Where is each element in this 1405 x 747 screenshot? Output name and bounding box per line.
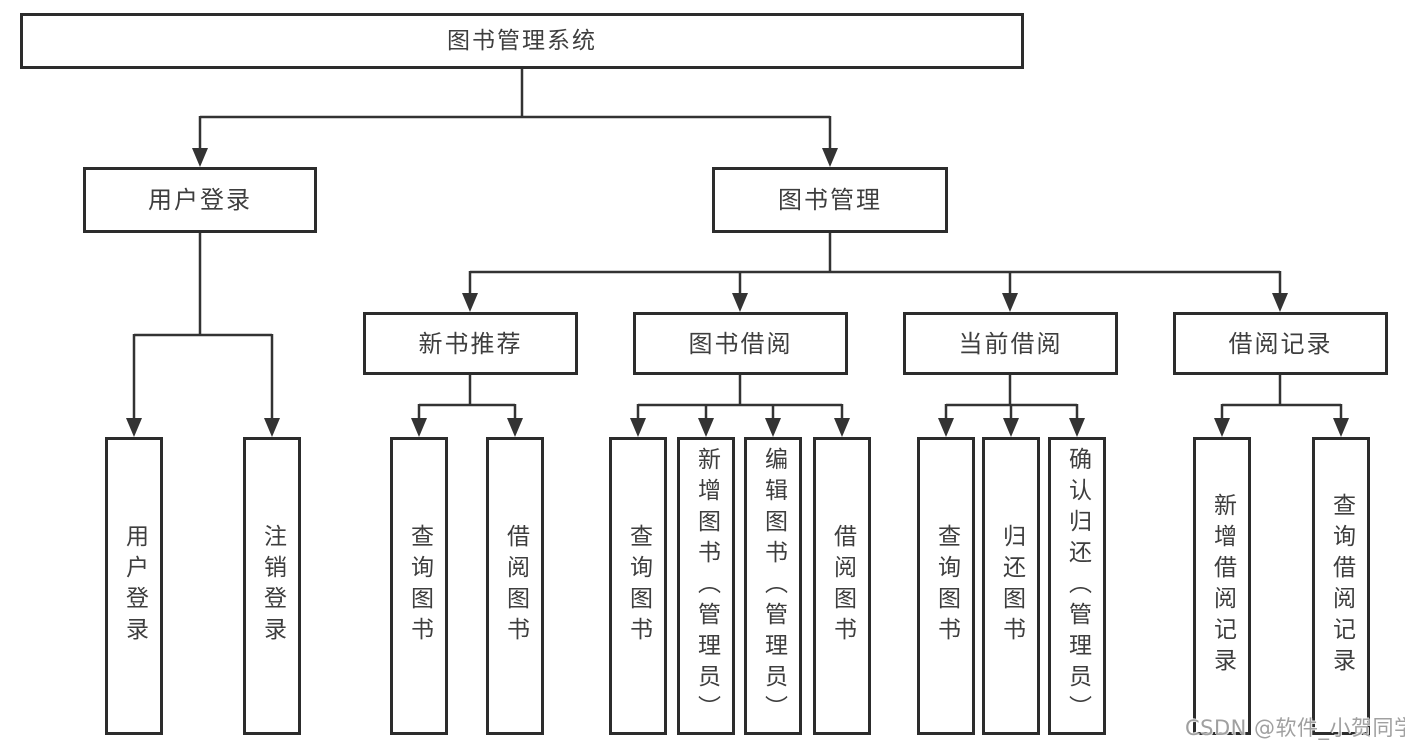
leaf-add-books-admin: 新增图书（管理员） (677, 437, 735, 735)
arrow-head-icon (1214, 418, 1230, 437)
node-label: 查询图书 (406, 524, 433, 648)
node-label: 借阅图书 (829, 524, 856, 648)
node-label: 注销登录 (259, 524, 286, 648)
connector-borrowing-records-to-leaves (1214, 375, 1349, 437)
node-label: 用户登录 (148, 186, 252, 214)
leaf-query-books-recommend: 查询图书 (390, 437, 448, 735)
arrow-head-icon (507, 418, 523, 437)
node-library-management-system: 图书管理系统 (20, 13, 1024, 69)
node-label: 用户登录 (121, 524, 148, 648)
node-label: 图书管理 (778, 186, 882, 214)
leaf-add-borrow-record: 新增借阅记录 (1193, 437, 1251, 735)
node-label: 借阅图书 (502, 524, 529, 648)
arrow-head-icon (1272, 293, 1288, 312)
arrow-head-icon (834, 418, 850, 437)
leaf-query-borrow-record: 查询借阅记录 (1312, 437, 1370, 735)
node-label: 归还图书 (998, 524, 1025, 648)
arrow-head-icon (1069, 418, 1085, 437)
node-label: 图书管理系统 (447, 27, 597, 54)
node-label: 借阅记录 (1228, 329, 1333, 358)
node-new-book-recommendation: 新书推荐 (363, 312, 578, 375)
leaf-edit-books-admin: 编辑图书（管理员） (744, 437, 802, 735)
arrow-head-icon (264, 418, 280, 437)
arrow-head-icon (411, 418, 427, 437)
leaf-logout: 注销登录 (243, 437, 301, 735)
node-label: 查询图书 (625, 524, 652, 648)
leaf-user-login: 用户登录 (105, 437, 163, 735)
node-label: 查询借阅记录 (1328, 493, 1355, 679)
node-label: 新增借阅记录 (1209, 493, 1236, 679)
node-label: 查询图书 (933, 524, 960, 648)
csdn-watermark: CSDN @软件_小贺同学 (1185, 716, 1405, 740)
node-label: 当前借阅 (958, 329, 1063, 358)
node-user-login: 用户登录 (83, 167, 317, 233)
leaf-borrow-books-recommend: 借阅图书 (486, 437, 544, 735)
node-borrowing-records: 借阅记录 (1173, 312, 1388, 375)
node-current-borrowing: 当前借阅 (903, 312, 1118, 375)
leaf-borrow-books: 借阅图书 (813, 437, 871, 735)
leaf-query-books-current: 查询图书 (917, 437, 975, 735)
arrow-head-icon (1002, 293, 1018, 312)
connector-new-book-to-leaves (411, 375, 523, 437)
arrow-head-icon (1003, 418, 1019, 437)
arrow-head-icon (938, 418, 954, 437)
leaf-return-books: 归还图书 (982, 437, 1040, 735)
arrow-head-icon (630, 418, 646, 437)
arrow-head-icon (765, 418, 781, 437)
node-label: 新增图书（管理员） (693, 446, 720, 726)
node-label: 编辑图书（管理员） (760, 446, 787, 726)
node-book-management: 图书管理 (712, 167, 948, 233)
connector-book-borrowing-to-leaves (630, 375, 850, 437)
arrow-head-icon (1333, 418, 1349, 437)
arrow-head-icon (192, 148, 208, 167)
arrow-head-icon (126, 418, 142, 437)
connector-root-to-level2 (192, 69, 838, 167)
node-book-borrowing: 图书借阅 (633, 312, 848, 375)
connector-book-management-to-level3 (462, 233, 1288, 312)
arrow-head-icon (822, 148, 838, 167)
arrow-head-icon (698, 418, 714, 437)
arrow-head-icon (462, 293, 478, 312)
node-label: 图书借阅 (688, 329, 793, 358)
arrow-head-icon (732, 293, 748, 312)
node-label: 确认归还（管理员） (1064, 446, 1091, 726)
connector-user-login-to-leaves (126, 232, 280, 437)
node-label: 新书推荐 (418, 329, 523, 358)
leaf-confirm-return-admin: 确认归还（管理员） (1048, 437, 1106, 735)
leaf-query-books-borrow: 查询图书 (609, 437, 667, 735)
connector-current-borrowing-to-leaves (938, 375, 1085, 437)
